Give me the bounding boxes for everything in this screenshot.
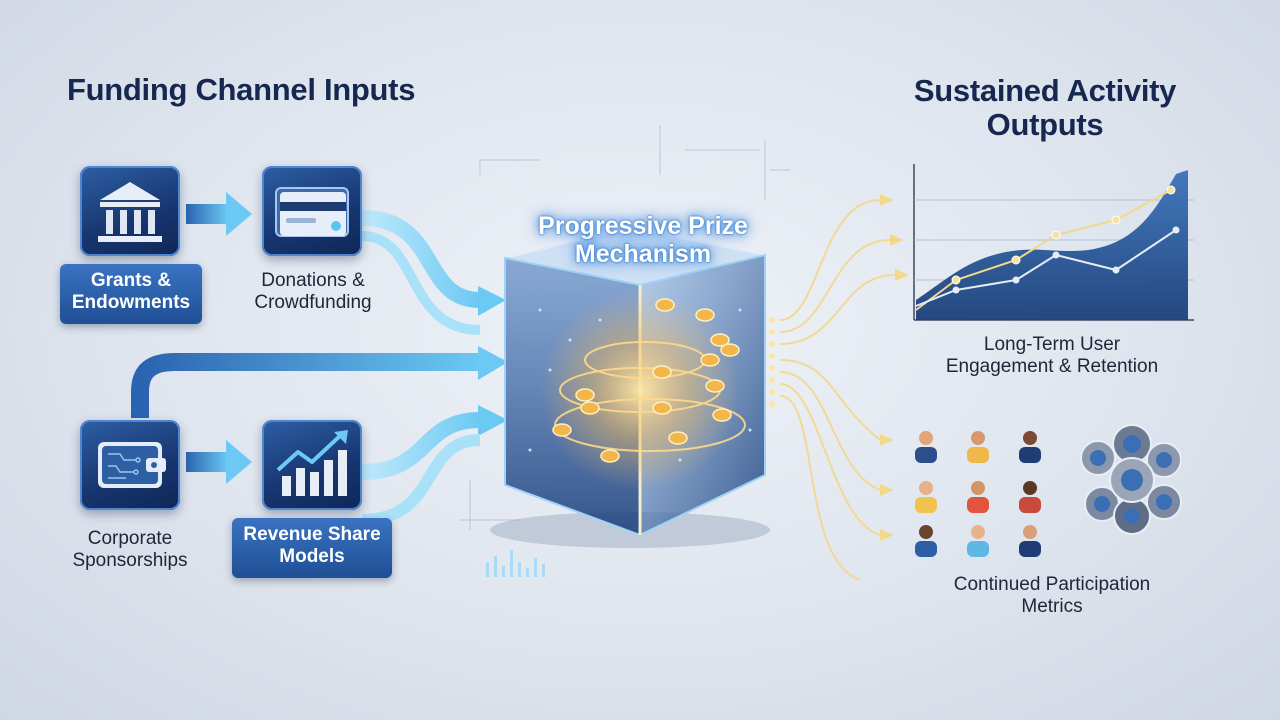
engagement-label: Long-Term User Engagement & Retention (912, 334, 1192, 378)
inputs-heading: Funding Channel Inputs (67, 72, 416, 107)
flow-donations-upper-head (478, 286, 506, 316)
flow-revenue-upper-head (478, 405, 508, 436)
mechanism-title-line1: Progressive Prize (538, 212, 748, 240)
flow-corporate-loop (131, 353, 480, 418)
arrow-grants-to-donations (186, 192, 252, 236)
revenue-label-line2: Models (279, 546, 345, 567)
mechanism-title-line2: Mechanism (574, 240, 712, 268)
donations-label: Donations & Crowdfunding (232, 270, 394, 314)
coin-icons (552, 298, 740, 463)
cube-sparkles (528, 308, 752, 462)
outputs-heading: Sustained Activity Outputs (880, 74, 1210, 142)
corporate-label-line2: Sponsorships (72, 550, 188, 571)
donations-label-line1: Donations & (261, 270, 365, 291)
engagement-label-line2: Engagement & Retention (945, 356, 1159, 377)
engagement-label-line1: Long-Term User (983, 334, 1121, 355)
corporate-label-line1: Corporate (87, 528, 173, 549)
bank-icon (98, 182, 162, 242)
donations-label-line2: Crowdfunding (254, 292, 372, 313)
corporate-icon-box (80, 420, 180, 510)
prize-mechanism-cube (490, 226, 770, 548)
flow-revenue-upper (361, 412, 481, 480)
output-flow-lines (779, 199, 896, 581)
output-glow-dots (769, 317, 775, 407)
output-arrowheads (880, 194, 909, 541)
mechanism-title: Progressive Prize Mechanism (518, 212, 768, 268)
grants-label-line2: Endowments (71, 292, 191, 313)
flow-donations-upper (361, 210, 481, 308)
arrow-corporate-to-revenue (186, 440, 252, 484)
outputs-heading-line2: Outputs (986, 107, 1104, 142)
cube-core-glow (540, 290, 740, 490)
people-and-badges-icon (915, 424, 1182, 557)
flow-revenue-lower (361, 434, 481, 526)
flow-corporate-loop-head (478, 346, 508, 380)
flow-donations-lower (361, 231, 481, 335)
area-line-chart-icon (913, 164, 1194, 321)
revenue-icon-box (262, 420, 362, 510)
participation-label-line2: Metrics (1021, 596, 1083, 617)
grants-icon-box (80, 166, 180, 256)
outputs-heading-line1: Sustained Activity (913, 73, 1177, 108)
small-bar-graphic (486, 550, 545, 577)
wallet-icon (98, 442, 166, 488)
growth-chart-icon (276, 430, 348, 496)
tech-gridlines (460, 125, 790, 530)
coin-spiral (554, 341, 746, 452)
credit-card-icon (275, 187, 349, 237)
people-icons (915, 431, 1041, 557)
grants-label: Grants & Endowments (60, 264, 202, 324)
participation-label: Continued Participation Metrics (912, 574, 1192, 618)
donations-icon-box (262, 166, 362, 256)
grants-label-line1: Grants & (90, 270, 172, 291)
revenue-label: Revenue Share Models (232, 518, 392, 578)
revenue-label-line1: Revenue Share (243, 524, 381, 545)
participation-label-line1: Continued Participation (953, 574, 1151, 595)
corporate-label: Corporate Sponsorships (48, 528, 212, 572)
